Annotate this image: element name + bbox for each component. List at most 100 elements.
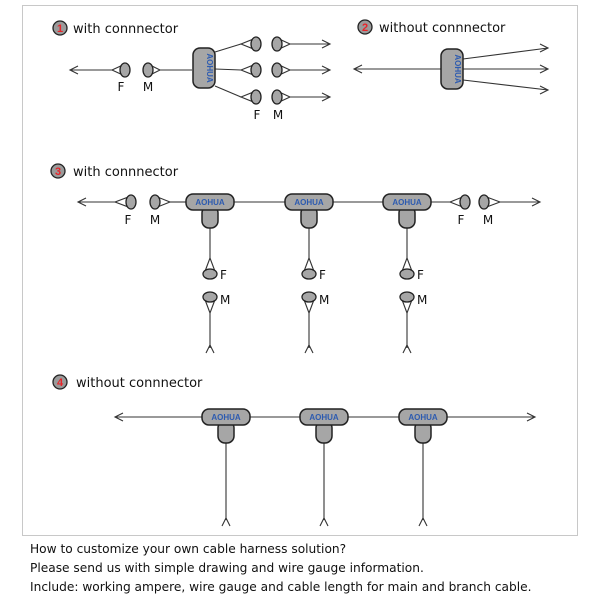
wire xyxy=(214,68,242,71)
section-3-title: with connnector xyxy=(73,165,179,180)
connector-body xyxy=(250,36,262,52)
connector-body xyxy=(250,62,262,78)
wire-end-icon xyxy=(526,412,537,422)
badge-4-number: 4 xyxy=(57,377,64,389)
connector-body xyxy=(459,194,471,210)
wire-end-icon xyxy=(539,85,550,95)
label-f: F xyxy=(125,213,132,227)
aohua-logo: AOHUA xyxy=(211,413,241,422)
wire-end-icon xyxy=(418,516,428,527)
instruction-line-2: Please send us with simple drawing and w… xyxy=(30,561,424,575)
instruction-line-3: Include: working ampere, wire gauge and … xyxy=(30,580,532,594)
wire-end-icon xyxy=(531,197,542,207)
badge-1-number: 1 xyxy=(57,23,63,35)
aohua-logo: AOHUA xyxy=(294,198,324,207)
male-connector xyxy=(142,62,162,78)
aohua-logo: AOHUA xyxy=(309,413,339,422)
section-4-title: without connnector xyxy=(76,376,203,391)
splice-body xyxy=(192,47,216,89)
instruction-line-1: How to customize your own cable harness … xyxy=(30,542,347,556)
parts: AOHUA AOHUA AOHUA AOHUA AOHUA AOHUA AOHUA AOHUA xyxy=(110,36,502,444)
aohua-logo: AOHUA xyxy=(392,198,422,207)
connector-body xyxy=(119,62,131,78)
instructions: How to customize your own cable harness … xyxy=(30,540,531,597)
label-f: F xyxy=(254,108,261,122)
aohua-logo: AOHUA xyxy=(408,413,438,422)
connector-body xyxy=(301,268,317,280)
wire-end-icon xyxy=(319,516,329,527)
female-connector xyxy=(239,62,262,78)
label-f: F xyxy=(319,268,326,282)
connector-body xyxy=(271,62,283,78)
splice-4-2: AOHUA xyxy=(299,408,349,444)
wire-end-icon xyxy=(205,343,215,354)
connector-body xyxy=(125,194,137,210)
splice-body xyxy=(398,408,448,426)
label-m: M xyxy=(319,293,329,307)
section-4-header: 4 without connnector xyxy=(52,374,203,391)
splice-body xyxy=(440,48,464,90)
label-f: F xyxy=(458,213,465,227)
splitter-2: AOHUA xyxy=(440,48,464,90)
wire-end-icon xyxy=(539,43,550,53)
male-connector xyxy=(149,194,172,210)
male-connector xyxy=(271,62,292,78)
badge-3-icon xyxy=(50,163,66,179)
wire-end-icon xyxy=(321,39,332,49)
label-m: M xyxy=(417,293,427,307)
connector-body xyxy=(149,194,161,210)
male-connector xyxy=(301,291,317,315)
wire-end-icon xyxy=(304,343,314,354)
wire-end-icon xyxy=(402,343,412,354)
wire-end-icon xyxy=(321,65,332,75)
badge-2-icon xyxy=(357,19,373,35)
aohua-logo: AOHUA xyxy=(205,53,214,83)
splice-body xyxy=(299,408,349,426)
wire-end-icon xyxy=(321,92,332,102)
male-connector xyxy=(399,291,415,315)
splice-body xyxy=(201,408,251,426)
female-connector xyxy=(239,89,262,105)
badge-1-icon xyxy=(52,20,68,36)
splice-body xyxy=(185,193,235,211)
section-1-header: 1 with connnector xyxy=(52,20,179,37)
label-m: M xyxy=(150,213,160,227)
wire xyxy=(214,85,242,98)
male-connector xyxy=(271,36,292,52)
female-connector xyxy=(301,256,317,280)
splice-3-2: AOHUA xyxy=(284,193,334,229)
female-connector xyxy=(239,36,262,52)
splice-body xyxy=(284,193,334,211)
female-connector xyxy=(448,194,471,210)
male-connector xyxy=(271,89,292,105)
wire xyxy=(462,47,549,60)
aohua-logo: AOHUA xyxy=(453,54,462,84)
label-m: M xyxy=(220,293,230,307)
splice-body xyxy=(382,193,432,211)
male-connector xyxy=(478,194,502,210)
label-f: F xyxy=(417,268,424,282)
connector-body xyxy=(202,268,218,280)
connector-body xyxy=(271,89,283,105)
splice-3-1: AOHUA xyxy=(185,193,235,229)
connector-body xyxy=(142,62,154,78)
connector-body xyxy=(399,268,415,280)
connector-body xyxy=(250,89,262,105)
badge-3-number: 3 xyxy=(55,166,61,178)
wire xyxy=(462,79,549,91)
connector-body xyxy=(202,291,218,303)
connector-body xyxy=(271,36,283,52)
section-2-header: 2 without connnector xyxy=(357,19,506,36)
label-f: F xyxy=(220,268,227,282)
label-m: M xyxy=(273,108,283,122)
section-3-header: 3 with connnector xyxy=(50,163,179,180)
female-connector xyxy=(110,62,131,78)
splice-3-3: AOHUA xyxy=(382,193,432,229)
connector-body xyxy=(399,291,415,303)
section-2-title: without connnector xyxy=(379,21,506,36)
connector-body xyxy=(478,194,490,210)
wires xyxy=(68,39,550,527)
wire-end-icon xyxy=(539,64,550,74)
